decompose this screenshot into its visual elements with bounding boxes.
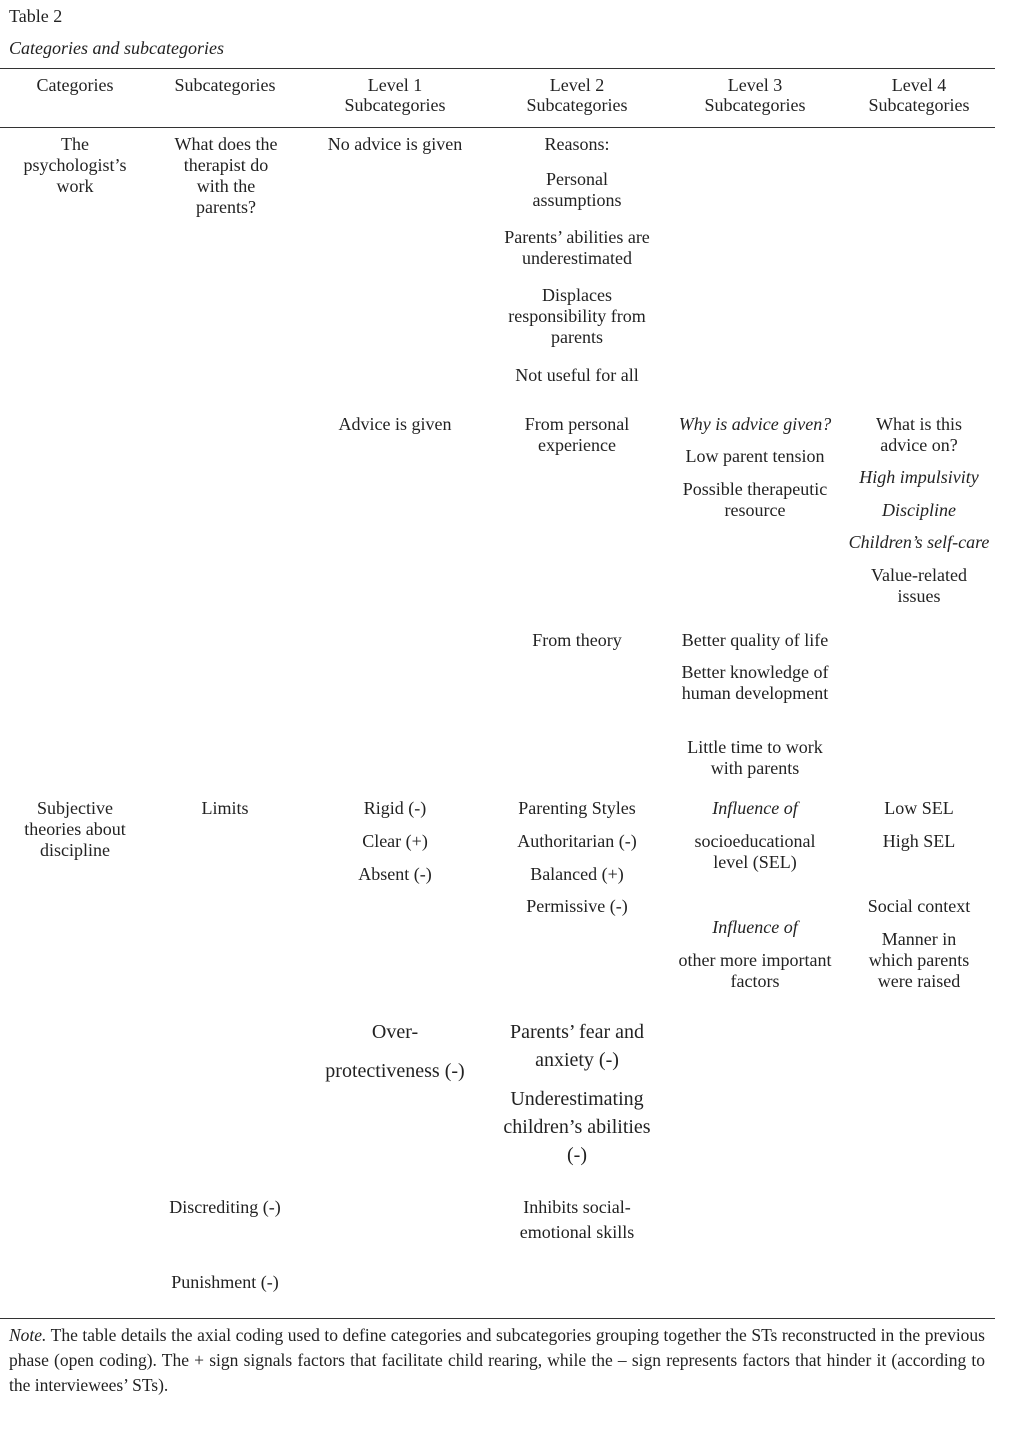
- header-level4: Level 4 Subcategories: [844, 75, 994, 115]
- l4-what-advice-on: What is this advice on?: [876, 414, 962, 455]
- note-label: Note.: [9, 1325, 47, 1345]
- bottom-rule: [0, 1318, 995, 1319]
- subcategory-therapist-parents: What does the therapist do with the pare…: [174, 134, 278, 217]
- l4-manner-raised: Manner in which parents were raised: [868, 929, 970, 991]
- l2-not-useful: Not useful for all: [515, 365, 639, 385]
- l4-discipline: Discipline: [882, 500, 956, 520]
- l1-protectiveness: protectiveness (-): [325, 1060, 465, 1082]
- category-subjective-theories: Subjective theories about discipline: [24, 798, 126, 860]
- header-level1-line2: Subcategories: [344, 95, 446, 115]
- l3-better-quality: Better quality of life: [681, 630, 829, 650]
- l2-underestimating-abilities: Underestimating children’s abilities (-): [503, 1088, 651, 1166]
- l3-therapeutic-resource: Possible therapeutic resource: [682, 479, 828, 520]
- subcategory-discrediting: Discrediting (-): [169, 1197, 281, 1217]
- l3-why-advice: Why is advice given?: [678, 414, 832, 434]
- category-psychologists-work: The psychologist’s work: [23, 134, 127, 196]
- l2-abilities-underestimated: Parents’ abilities are underestimated: [504, 227, 650, 268]
- l1-no-advice: No advice is given: [327, 134, 463, 154]
- l2-reasons: Reasons:: [544, 134, 610, 154]
- header-level4-line1: Level 4: [891, 75, 947, 95]
- l4-low-sel: Low SEL: [884, 798, 954, 818]
- l3-influence-of-2: Influence of: [712, 917, 798, 937]
- l2-from-theory: From theory: [532, 630, 622, 650]
- header-rule: [0, 127, 995, 128]
- subcategory-punishment: Punishment (-): [171, 1272, 279, 1292]
- l3-little-time: Little time to work with parents: [687, 737, 823, 778]
- header-categories: Categories: [36, 75, 114, 95]
- l2-parents-fear: Parents’ fear and anxiety (-): [509, 1021, 644, 1071]
- header-level2: Level 2 Subcategories: [492, 75, 662, 115]
- l2-authoritarian: Authoritarian (-): [517, 831, 637, 851]
- note-text: The table details the axial coding used …: [9, 1325, 985, 1395]
- l2-inhibits-skills: Inhibits social-emotional skills: [519, 1197, 635, 1242]
- header-level4-line2: Subcategories: [868, 95, 970, 115]
- l2-displaces-responsibility: Displaces responsibility from parents: [508, 285, 646, 347]
- l2-personal-assumptions: Personal assumptions: [532, 169, 622, 210]
- header-level2-line1: Level 2: [549, 75, 605, 95]
- l3-other-factors: other more important factors: [678, 950, 832, 991]
- subcategory-limits: Limits: [201, 798, 249, 818]
- table-label: Table 2: [9, 6, 63, 26]
- header-level3-line2: Subcategories: [704, 95, 806, 115]
- l4-childrens-self-care: Children’s self-care: [848, 532, 990, 552]
- l1-advice-given: Advice is given: [338, 414, 452, 434]
- l1-over: Over-: [371, 1021, 419, 1043]
- header-level3-line1: Level 3: [727, 75, 783, 95]
- l1-clear: Clear (+): [362, 831, 428, 851]
- l3-better-knowledge: Better knowledge of human development: [681, 662, 829, 703]
- l1-rigid: Rigid (-): [363, 798, 427, 818]
- header-level1-line1: Level 1: [367, 75, 423, 95]
- l3-socioeducational-level: socioeducational level (SEL): [694, 831, 816, 872]
- header-level1: Level 1 Subcategories: [315, 75, 475, 115]
- header-level2-line2: Subcategories: [526, 95, 628, 115]
- top-rule: [0, 68, 995, 69]
- l2-balanced: Balanced (+): [530, 864, 624, 884]
- l3-low-parent-tension: Low parent tension: [685, 446, 825, 466]
- l2-parenting-styles: Parenting Styles: [518, 798, 636, 818]
- l1-absent: Absent (-): [358, 864, 432, 884]
- l4-social-context: Social context: [867, 896, 971, 916]
- l2-permissive: Permissive (-): [526, 896, 628, 916]
- table-note: Note. The table details the axial coding…: [9, 1323, 985, 1398]
- table-caption: Categories and subcategories: [9, 38, 224, 58]
- l2-from-personal-experience: From personal experience: [524, 414, 630, 455]
- header-level3: Level 3 Subcategories: [670, 75, 840, 115]
- l4-high-impulsivity: High impulsivity: [859, 467, 979, 487]
- l4-value-related: Value-related issues: [871, 565, 967, 606]
- header-subcategories: Subcategories: [174, 75, 276, 95]
- l4-high-sel: High SEL: [882, 831, 956, 851]
- l3-influence-of-1: Influence of: [712, 798, 798, 818]
